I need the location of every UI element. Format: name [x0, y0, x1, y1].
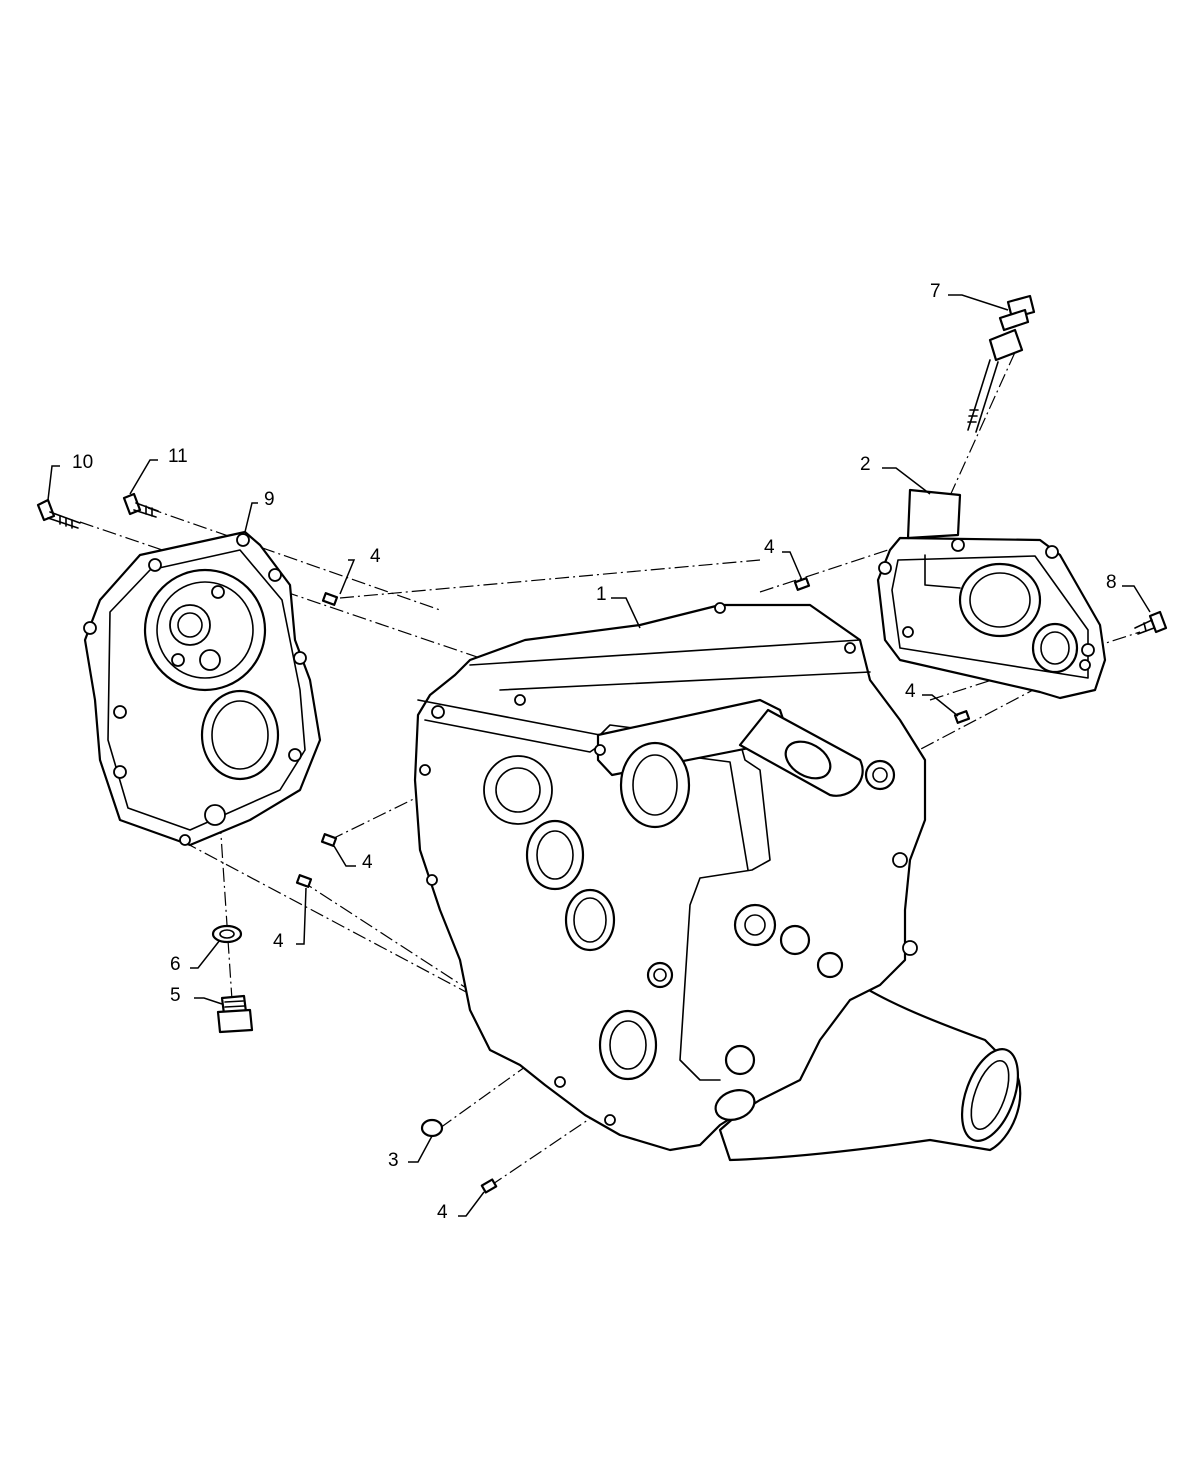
callout-9: 9	[264, 489, 275, 510]
drain-plug-5	[216, 994, 254, 1034]
callout-3: 3	[388, 1150, 399, 1171]
right-side-cover	[876, 488, 1107, 700]
callout-11: 11	[168, 446, 188, 467]
callout-4-right: 4	[905, 681, 916, 702]
callout-4-left: 4	[273, 931, 284, 952]
callout-1: 1	[596, 584, 607, 605]
callout-6: 6	[170, 954, 181, 975]
bolt-10	[36, 498, 81, 529]
transmission-housing	[413, 602, 1022, 1162]
left-side-cover	[83, 530, 322, 847]
callout-4-top-right: 4	[764, 537, 775, 558]
o-ring-3	[420, 1118, 444, 1138]
callout-7: 7	[930, 281, 941, 302]
callout-8: 8	[1106, 572, 1117, 593]
washer-6	[211, 924, 243, 944]
callout-2: 2	[860, 454, 871, 475]
dipstick	[967, 294, 1036, 433]
callout-labels: 1 2 3 4 4 4 4 4 4 5 6 7 8 9 10 11	[72, 281, 1117, 1223]
leader-lines	[47, 294, 1151, 1217]
dowel-pins	[295, 577, 971, 1194]
callout-5: 5	[170, 985, 181, 1006]
callout-10: 10	[72, 452, 93, 473]
callout-4-top-left: 4	[370, 546, 381, 567]
callout-4-center-left: 4	[362, 852, 373, 873]
bolt-8	[1134, 610, 1168, 635]
bolt-11	[122, 492, 159, 518]
callout-4-bottom: 4	[437, 1202, 448, 1223]
